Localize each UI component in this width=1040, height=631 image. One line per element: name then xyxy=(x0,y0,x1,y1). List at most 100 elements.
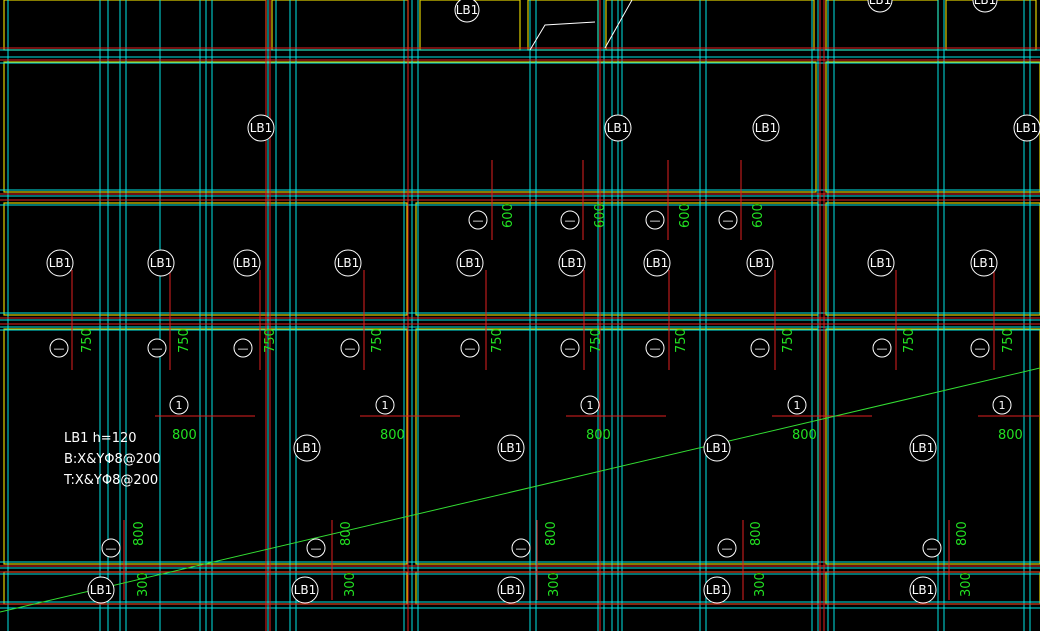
svg-text:—: — xyxy=(54,342,65,355)
slab-tag: LB1 xyxy=(604,114,632,142)
rebar-tag: 1 xyxy=(169,395,189,415)
svg-text:1: 1 xyxy=(587,399,594,412)
slab-tag: LB1 xyxy=(972,0,998,13)
svg-text:—: — xyxy=(106,542,117,555)
dim-label: 600 xyxy=(501,203,516,228)
slab-tag: LB1 xyxy=(703,576,731,604)
slab-tag: LB1 xyxy=(867,249,895,277)
dim-label: 750 xyxy=(490,328,505,353)
svg-text:LB1: LB1 xyxy=(646,256,669,270)
slab-tag: LB1 xyxy=(454,0,480,23)
svg-text:—: — xyxy=(722,542,733,555)
rebar-length-labels: 600 600 600 600 750 750 750 750 750 750 … xyxy=(80,203,1023,597)
rebar-tag: — xyxy=(750,338,770,358)
rebar-tag: — xyxy=(560,338,580,358)
rebar-tag: — xyxy=(560,210,580,230)
dim-label: 750 xyxy=(674,328,689,353)
dim-label: 750 xyxy=(80,328,95,353)
dim-label: 800 xyxy=(955,521,970,546)
wall-outline xyxy=(825,61,1040,193)
svg-text:LB1: LB1 xyxy=(561,256,584,270)
svg-text:—: — xyxy=(311,542,322,555)
dim-label: 800 xyxy=(998,428,1023,443)
rebar-tag: — xyxy=(306,538,326,558)
slab-tag: LB1 xyxy=(456,249,484,277)
svg-text:—: — xyxy=(152,342,163,355)
stair-detail-line xyxy=(529,21,596,51)
slab-tag: LB1 xyxy=(558,249,586,277)
dim-label: 800 xyxy=(749,521,764,546)
rebar-tag: 1 xyxy=(787,395,807,415)
svg-text:—: — xyxy=(565,214,576,227)
rebar-tag: — xyxy=(645,338,665,358)
svg-text:LB1: LB1 xyxy=(973,256,996,270)
dim-label: 300 xyxy=(753,572,768,597)
svg-text:LB1: LB1 xyxy=(706,441,729,455)
svg-text:—: — xyxy=(723,214,734,227)
svg-text:LB1: LB1 xyxy=(150,256,173,270)
svg-text:1: 1 xyxy=(794,399,801,412)
slab-note-line-1: LB1 h=120 xyxy=(64,431,137,446)
svg-text:—: — xyxy=(345,342,356,355)
detail-lines xyxy=(529,0,633,51)
dim-label: 750 xyxy=(781,328,796,353)
slab-tag: LB1 xyxy=(970,249,998,277)
svg-text:1: 1 xyxy=(176,399,183,412)
wall-outline xyxy=(825,202,1040,316)
dim-label: 750 xyxy=(177,328,192,353)
dim-label: 750 xyxy=(1001,328,1016,353)
slab-note: LB1 h=120 B:X&YΦ8@200 T:X&YΦ8@200 xyxy=(63,431,161,488)
slab-tag: LB1 xyxy=(703,434,731,462)
svg-text:—: — xyxy=(473,214,484,227)
slab-note-line-3: T:X&YΦ8@200 xyxy=(63,473,158,488)
rebar-tags-one: 1 1 1 1 1 xyxy=(169,395,1012,415)
dim-label: 800 xyxy=(132,521,147,546)
svg-text:LB1: LB1 xyxy=(749,256,772,270)
svg-text:—: — xyxy=(238,342,249,355)
dim-label: 750 xyxy=(370,328,385,353)
slab-tag: LB1 xyxy=(752,114,780,142)
slab-tags: LB1 LB1 LB1 LB1 LB1 LB1 LB1 LB1 LB1 LB1 … xyxy=(46,0,1040,604)
slab-tag: LB1 xyxy=(909,434,937,462)
slab-tag: LB1 xyxy=(1013,114,1040,142)
svg-text:LB1: LB1 xyxy=(459,256,482,270)
slab-tag: LB1 xyxy=(87,576,115,604)
dim-label: 800 xyxy=(380,428,405,443)
dim-label: 800 xyxy=(792,428,817,443)
slab-tag: LB1 xyxy=(867,0,893,13)
dim-label: 600 xyxy=(751,203,766,228)
slab-tag: LB1 xyxy=(909,576,937,604)
rebar-tag: — xyxy=(468,210,488,230)
rebar-tag: — xyxy=(718,210,738,230)
slab-tag: LB1 xyxy=(293,434,321,462)
rebar-tag: — xyxy=(511,538,531,558)
svg-text:LB1: LB1 xyxy=(500,583,523,597)
dim-label: 300 xyxy=(343,572,358,597)
svg-text:—: — xyxy=(650,214,661,227)
svg-text:—: — xyxy=(565,342,576,355)
slab-tag: LB1 xyxy=(746,249,774,277)
svg-text:—: — xyxy=(927,542,938,555)
dim-label: 800 xyxy=(586,428,611,443)
slab-tag: LB1 xyxy=(247,114,275,142)
svg-text:LB1: LB1 xyxy=(49,256,72,270)
svg-text:LB1: LB1 xyxy=(1016,121,1039,135)
dim-label: 750 xyxy=(589,328,604,353)
slab-tag: LB1 xyxy=(643,249,671,277)
svg-text:LB1: LB1 xyxy=(250,121,273,135)
dim-label: 750 xyxy=(263,328,278,353)
rebar-tag: — xyxy=(101,538,121,558)
svg-text:LB1: LB1 xyxy=(706,583,729,597)
rebar-tag: — xyxy=(717,538,737,558)
rebar-tag: — xyxy=(645,210,665,230)
svg-text:LB1: LB1 xyxy=(912,441,935,455)
rebar-tags-dash: — — — — — — — — — — — — — — — — — — — xyxy=(49,210,990,558)
svg-text:LB1: LB1 xyxy=(870,256,893,270)
svg-text:LB1: LB1 xyxy=(500,441,523,455)
dim-label: 300 xyxy=(136,572,151,597)
rebar-tag: 1 xyxy=(992,395,1012,415)
svg-text:LB1: LB1 xyxy=(755,121,778,135)
stair-diagonal-line xyxy=(604,0,633,49)
